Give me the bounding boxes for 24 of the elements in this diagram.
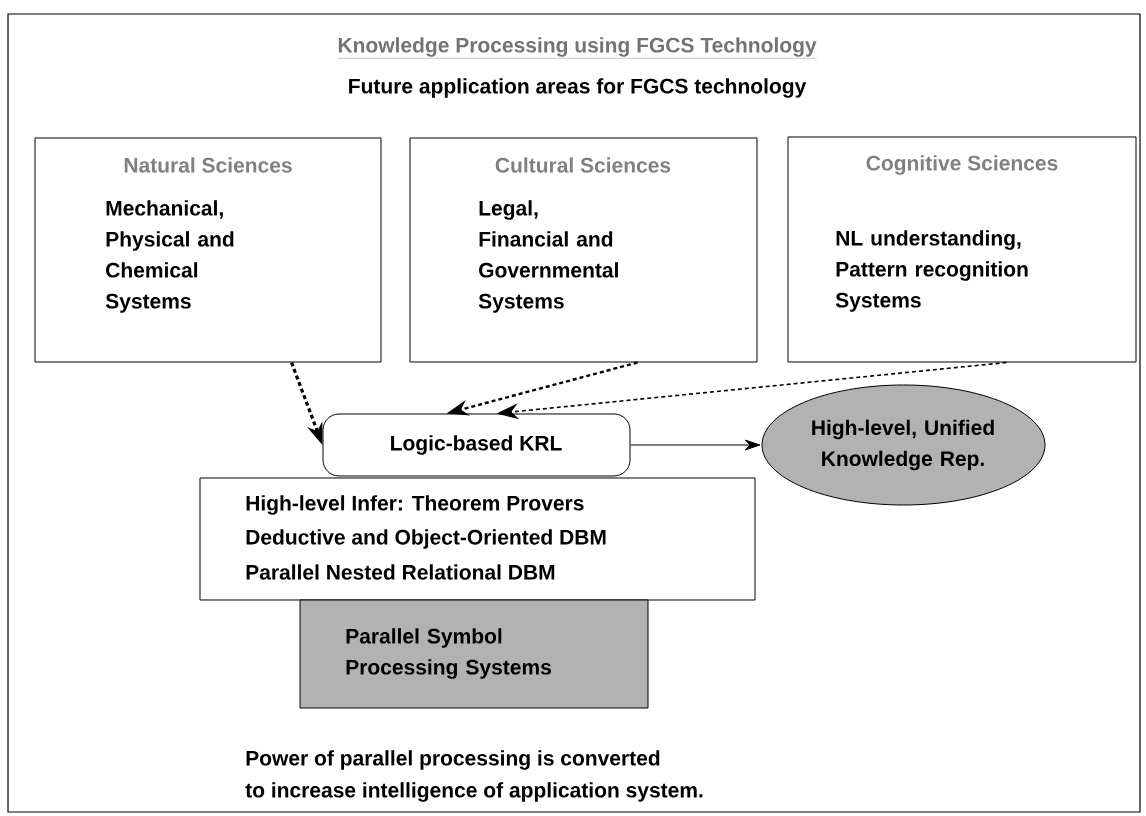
arrow (630, 439, 761, 451)
box-heading: Cultural Sciences (495, 157, 671, 173)
box-heading: Natural Sciences (124, 157, 292, 173)
shaded-ellipse (761, 384, 1046, 506)
box-text: Mechanical, Physical and Chemical Systems (105, 200, 234, 313)
box-text: Parallel Nested Relational DBM (246, 564, 555, 580)
box-text: Parallel Symbol Processing Systems (346, 628, 551, 679)
category-box (34, 137, 382, 363)
rounded-box (322, 413, 631, 477)
note-text: Power of parallel processing is converted (246, 750, 660, 770)
box-text: NL understanding, Pattern recognition Systems (835, 230, 1028, 312)
box-text: High-level, Unified Knowledge Rep. (812, 419, 994, 471)
subtitle: Future application areas for FGCS technology (349, 78, 807, 98)
box-heading: Cognitive Sciences (866, 155, 1058, 175)
box-text: Legal, Financial and Governmental Systems (478, 200, 618, 313)
category-box (787, 136, 1137, 363)
title: Knowledge Processing using FGCS Technology (337, 37, 817, 59)
shaded-box (299, 599, 649, 709)
category-box (409, 137, 758, 363)
box-text: Logic-based KRL (391, 435, 562, 455)
box-text: Deductive and Object-Oriented DBM (246, 529, 606, 549)
category-box (199, 477, 756, 601)
note-text: to increase intelligence of application system. (245, 782, 703, 802)
box-text: High-level Infer: Theorem Provers (246, 495, 584, 515)
